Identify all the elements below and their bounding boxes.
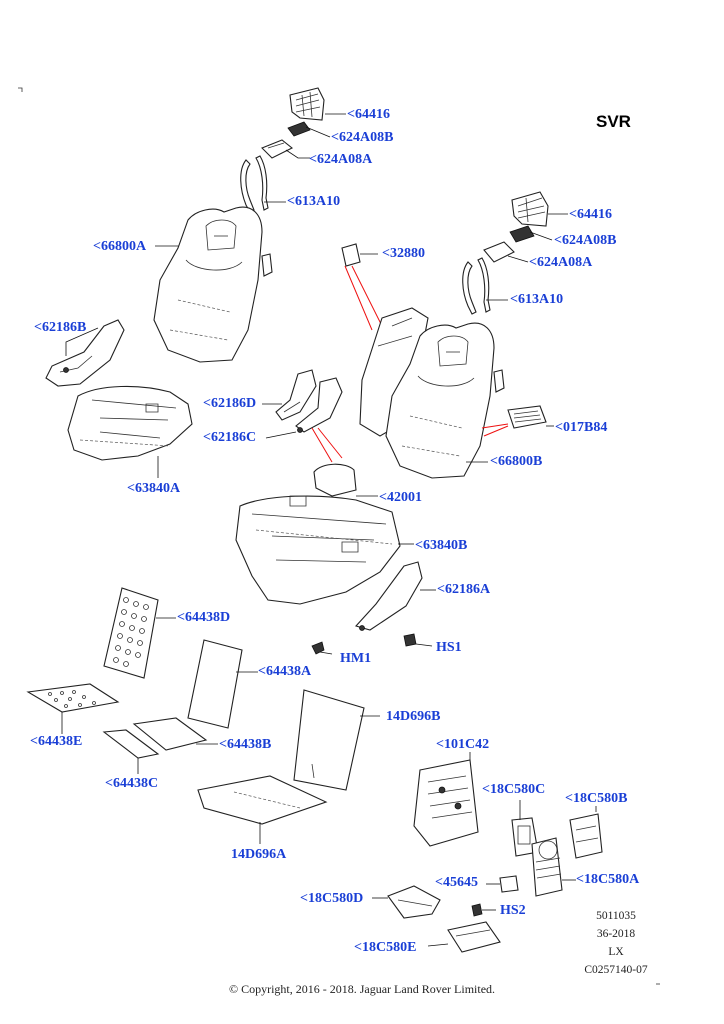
duct-18C580E[interactable] (447, 921, 501, 953)
part-label-101C42[interactable]: <101C42 (436, 737, 490, 752)
part-label-18C580C[interactable]: <18C580C (482, 782, 546, 797)
screw-hs1[interactable] (403, 633, 417, 647)
part-label-62186C[interactable]: <62186C (203, 430, 257, 445)
headrest-guide-left-b[interactable] (287, 121, 311, 137)
headrest-guide-left-a[interactable] (261, 139, 294, 159)
reference-code-3: LX (608, 946, 624, 958)
part-label-624A08A-top[interactable]: <624A08A (309, 152, 373, 167)
seat-back-right[interactable] (385, 322, 505, 479)
reference-code-2: 36-2018 (596, 928, 636, 940)
part-label-62186A[interactable]: <62186A (437, 582, 491, 597)
part-label-18C580D[interactable]: <18C580D (300, 891, 364, 906)
blower-18C580A[interactable] (531, 837, 563, 897)
part-label-017B84[interactable]: <017B84 (555, 420, 608, 435)
reference-code-4: C0257140-07 (584, 964, 648, 976)
part-label-64438E[interactable]: <64438E (30, 734, 83, 749)
seat-back-left[interactable] (153, 206, 273, 363)
fan-bracket-18C580B[interactable] (569, 813, 603, 859)
variant-badge: SVR (596, 112, 631, 131)
seat-side-shield-d[interactable] (275, 369, 317, 421)
part-label-66800A[interactable]: <66800A (93, 239, 147, 254)
part-label-14D696B[interactable]: 14D696B (386, 709, 441, 724)
part-label-63840A[interactable]: <63840A (127, 481, 181, 496)
seat-side-shield-b[interactable] (45, 319, 125, 387)
heater-mat-a[interactable] (187, 639, 243, 729)
pad-017B84[interactable] (507, 405, 547, 429)
part-label-45645[interactable]: <45645 (435, 875, 478, 890)
part-label-613A10-top[interactable]: <613A10 (287, 194, 341, 209)
part-label-624A08B-right[interactable]: <624A08B (554, 233, 617, 248)
seat-module-101C42[interactable] (413, 759, 479, 847)
headrest-guide-right-a[interactable] (483, 241, 515, 263)
part-label-32880[interactable]: <32880 (382, 246, 425, 261)
headrest-frame-left[interactable] (240, 155, 269, 213)
part-label-42001[interactable]: <42001 (379, 490, 422, 505)
pad-42001[interactable] (313, 463, 357, 497)
heater-mat-c[interactable] (102, 729, 160, 759)
part-label-62186D[interactable]: <62186D (203, 396, 257, 411)
part-label-64438C[interactable]: <64438C (105, 776, 159, 791)
part-label-64438A[interactable]: <64438A (258, 664, 312, 679)
seat-cushion-left[interactable] (67, 385, 193, 461)
part-label-64438B[interactable]: <64438B (219, 737, 272, 752)
seat-side-shield-c[interactable] (295, 377, 343, 433)
seat-cushion-pad-14D696A[interactable] (197, 775, 328, 825)
part-label-63840B[interactable]: <63840B (415, 538, 468, 553)
part-label-HM1[interactable]: HM1 (340, 651, 372, 666)
part-label-HS2[interactable]: HS2 (500, 903, 526, 918)
part-label-66800B[interactable]: <66800B (490, 454, 543, 469)
part-label-62186B[interactable]: <62186B (34, 320, 87, 335)
gasket-45645[interactable] (499, 875, 519, 893)
headrest-frame-right[interactable] (462, 257, 491, 315)
seat-back-pad-14D696B[interactable] (293, 689, 365, 791)
copyright-notice: © Copyright, 2016 - 2018. Jaguar Land Ro… (228, 982, 496, 996)
reference-code-1: 5011035 (596, 910, 636, 922)
part-label-18C580E[interactable]: <18C580E (354, 940, 417, 955)
heater-mat-e[interactable] (26, 683, 120, 713)
part-label-HS1[interactable]: HS1 (436, 640, 462, 655)
part-label-624A08B-top[interactable]: <624A08B (331, 130, 394, 145)
seat-cushion-right[interactable] (235, 495, 401, 605)
screw-hs2[interactable] (471, 903, 483, 917)
part-label-64416-top[interactable]: <64416 (347, 107, 390, 122)
duct-18C580D[interactable] (387, 885, 441, 919)
heater-mat-d[interactable] (103, 587, 159, 679)
headrest-trim-left[interactable] (289, 87, 325, 121)
headrest-guide-right-b[interactable] (509, 225, 535, 243)
heater-mat-b[interactable] (132, 717, 208, 751)
part-label-64416-right[interactable]: <64416 (569, 207, 612, 222)
part-label-64438D[interactable]: <64438D (177, 610, 231, 625)
part-label-613A10-right[interactable]: <613A10 (510, 292, 564, 307)
part-label-14D696A[interactable]: 14D696A (231, 847, 287, 862)
screw-hm1[interactable] (311, 641, 325, 655)
seat-side-shield-a[interactable] (354, 561, 423, 631)
part-label-18C580A[interactable]: <18C580A (576, 872, 640, 887)
headrest-trim-right[interactable] (511, 191, 549, 227)
clip-32880[interactable] (341, 243, 361, 267)
part-label-18C580B[interactable]: <18C580B (565, 791, 628, 806)
part-label-624A08A-right[interactable]: <624A08A (529, 255, 593, 270)
